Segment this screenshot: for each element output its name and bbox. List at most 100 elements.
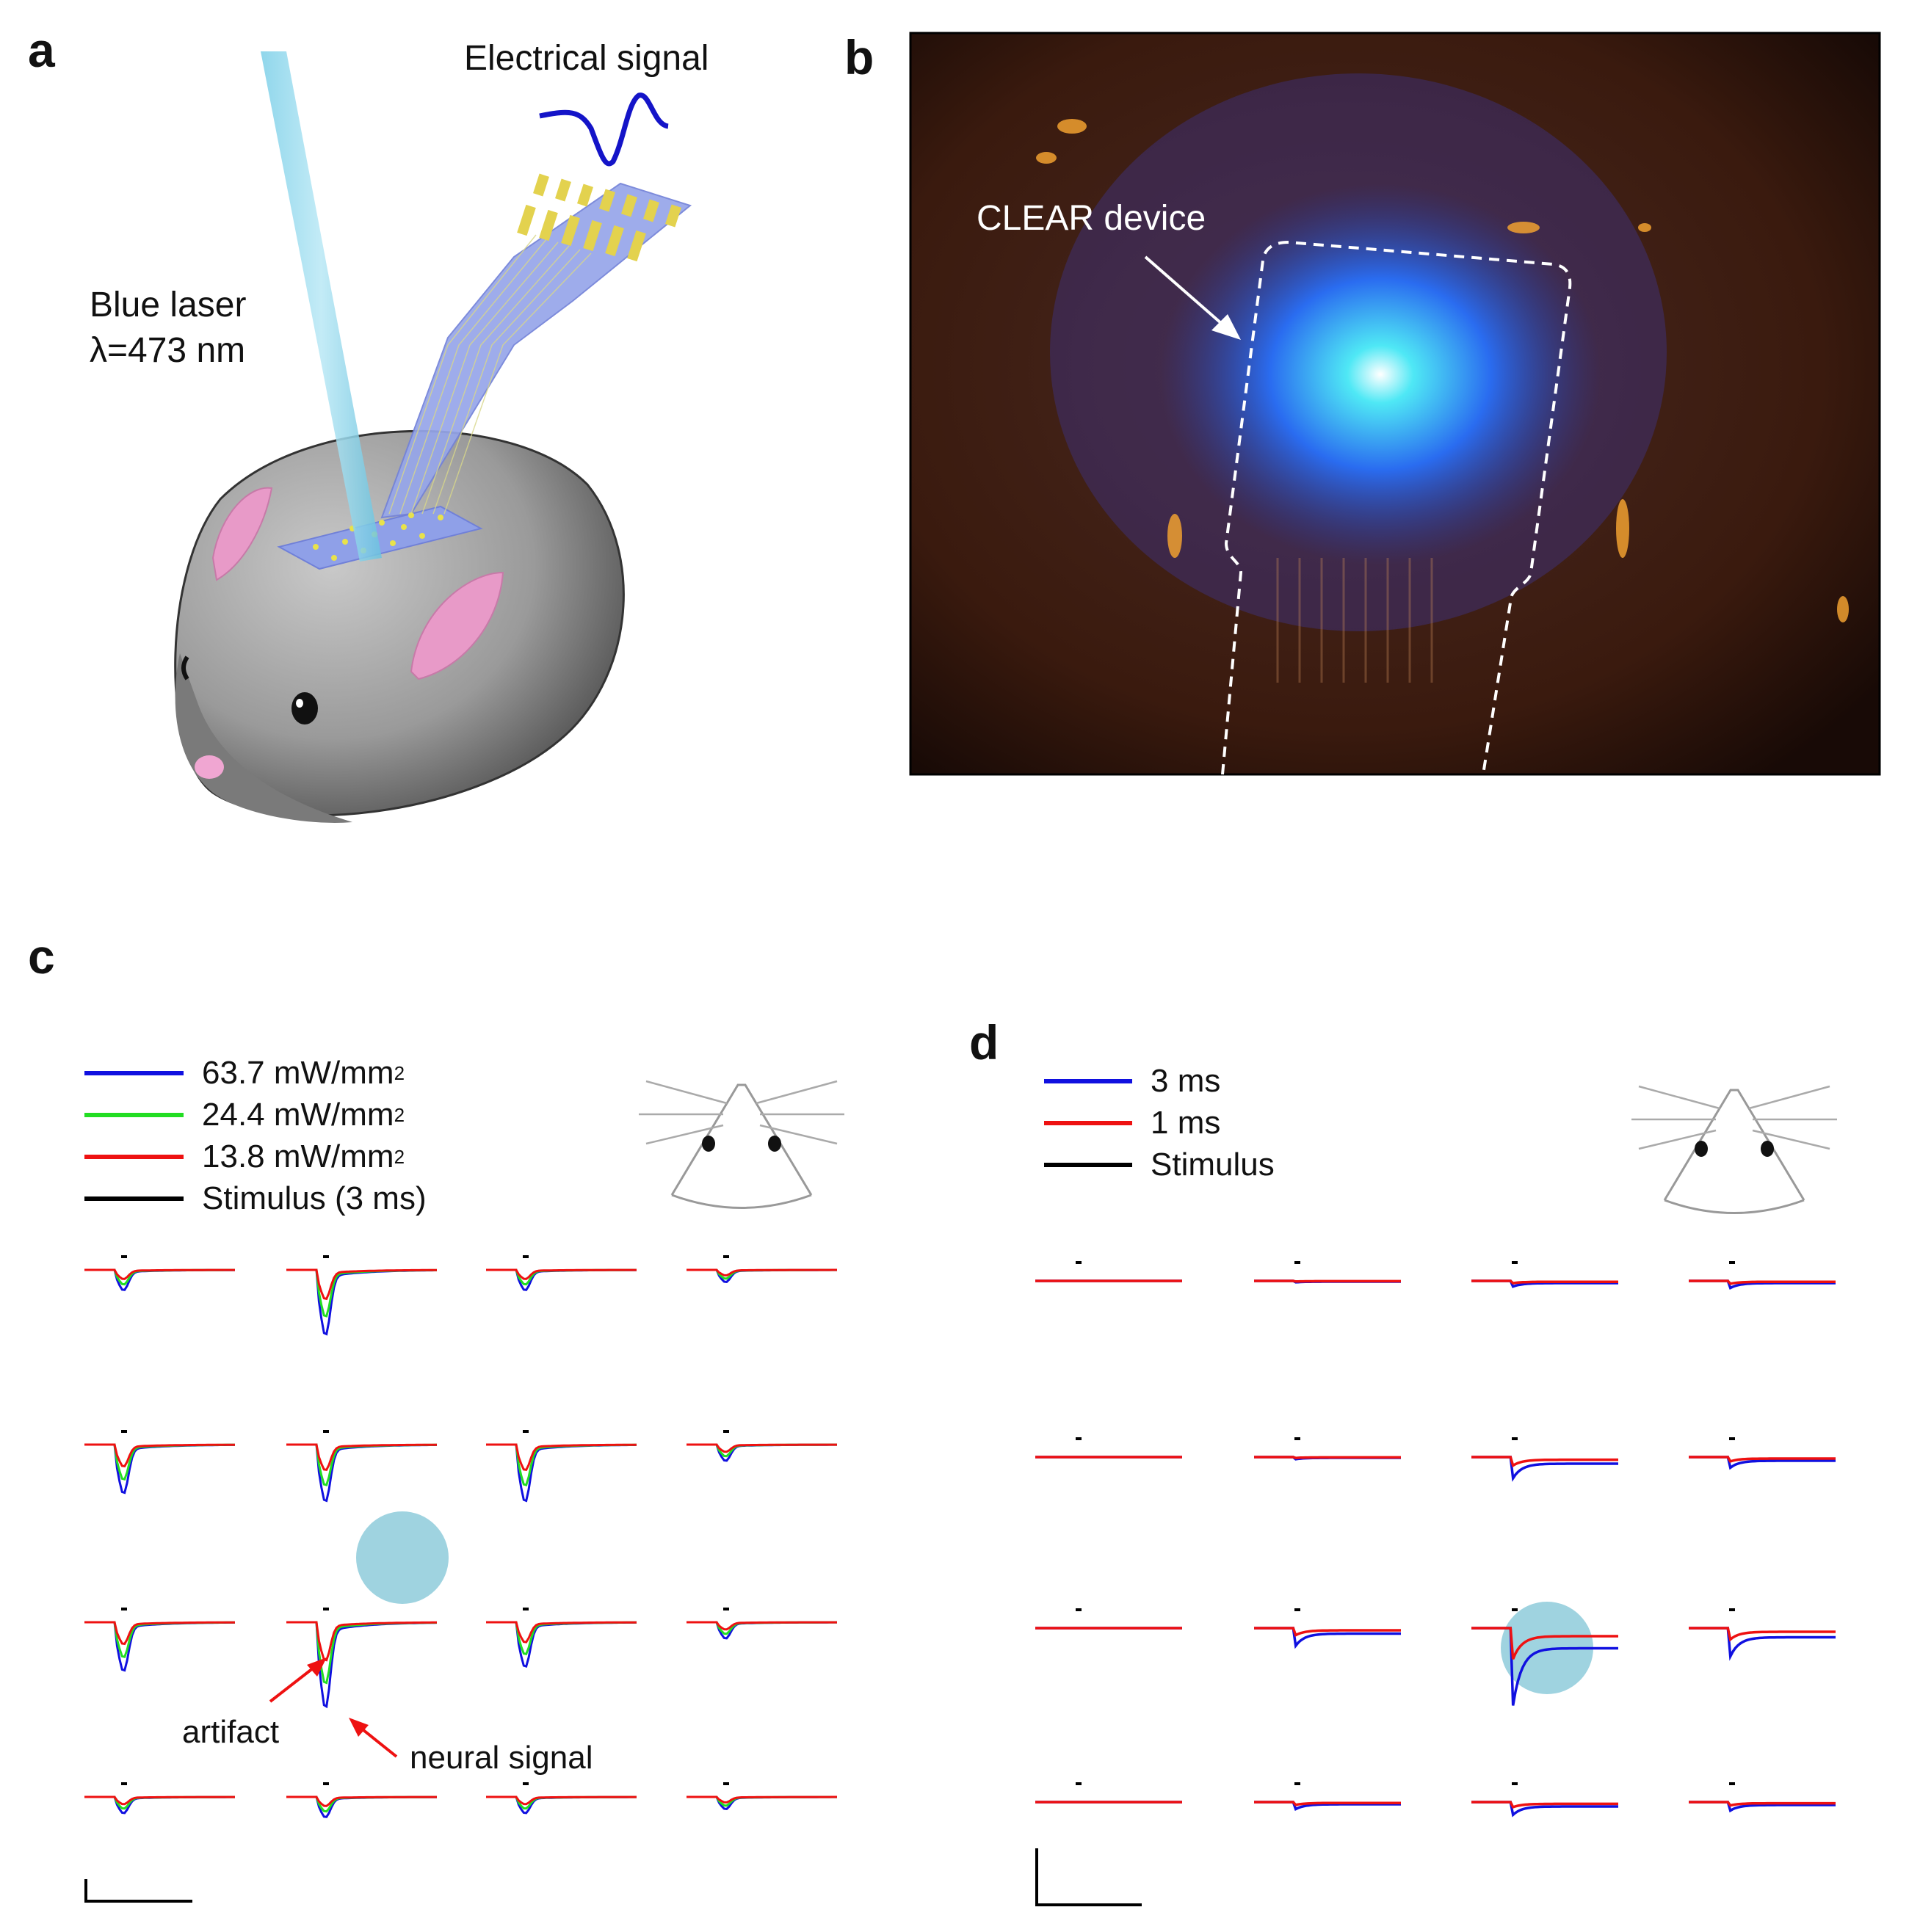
trace-green [286, 1268, 437, 1318]
trace-red [84, 1268, 235, 1280]
trace-red [1254, 1627, 1401, 1638]
trace-red [84, 1443, 235, 1468]
trace-blue [687, 1268, 837, 1283]
trace-green [84, 1443, 235, 1481]
light-spot-marker [356, 1511, 449, 1604]
optical-fiber [261, 51, 382, 562]
legend-label: 3 ms [1151, 1063, 1221, 1099]
mouse-head-eye [1761, 1141, 1774, 1157]
mouse-head-outline [1663, 1089, 1805, 1201]
trace-red [286, 1443, 437, 1472]
mouse-whisker [1752, 1129, 1830, 1150]
mouse-ear-back [211, 487, 273, 581]
clear-device-illustration [277, 173, 692, 570]
panel-b-letter: b [844, 30, 874, 84]
trace-green [486, 1268, 637, 1286]
legend-swatch [1044, 1163, 1132, 1167]
legend-d-item-1: 3 ms [1044, 1063, 1220, 1100]
neural-arrowhead [349, 1718, 369, 1737]
mouse-whisker [759, 1124, 838, 1145]
clear-device-label: CLEAR device [977, 199, 1206, 238]
trace-red [1689, 1627, 1836, 1642]
blue-light-glow [1160, 184, 1601, 565]
trace-green [486, 1443, 637, 1486]
mouse-device-illustration [174, 51, 692, 823]
legend-unit: mW/mm [273, 1055, 394, 1091]
trace-blue [84, 1621, 235, 1672]
panel-d-letter: d [969, 1015, 999, 1070]
trace-blue [286, 1795, 437, 1818]
legend-d-item-2: 1 ms [1044, 1105, 1220, 1141]
trace-blue [486, 1795, 637, 1815]
trace-red [687, 1268, 837, 1276]
trace-blue [286, 1268, 437, 1336]
trace-red [687, 1443, 837, 1453]
scale-bar-c [84, 1879, 192, 1903]
mouse-head-eye [702, 1136, 715, 1152]
mouse-head-eye [768, 1136, 781, 1152]
trace-red [84, 1795, 235, 1806]
trace-red [1471, 1456, 1618, 1468]
scale-bar-d [1035, 1848, 1142, 1906]
mouse-head-eye [1695, 1141, 1708, 1157]
trace-red [286, 1621, 437, 1662]
legend-value: 24.4 [202, 1097, 265, 1133]
panel-a-letter: a [28, 23, 55, 77]
legend-swatch [1044, 1079, 1132, 1083]
laser-label-line1: Blue laser [90, 286, 247, 324]
mouse-whisker [645, 1124, 724, 1145]
trace-green [84, 1268, 235, 1286]
legend-swatch [84, 1071, 184, 1075]
trace-red [1254, 1279, 1401, 1283]
mouse-ear-front [410, 571, 504, 680]
trace-blue [486, 1443, 637, 1503]
legend-swatch [84, 1155, 184, 1159]
electrical-signal-icon [539, 92, 670, 167]
legend-value: 13.8 [202, 1138, 265, 1174]
light-spot-marker [1501, 1602, 1593, 1694]
trace-red [1471, 1279, 1618, 1285]
artifact-label: artifact [182, 1714, 280, 1750]
trace-red [286, 1795, 437, 1807]
mouse-whisker [1638, 1129, 1717, 1150]
legend-swatch [1044, 1121, 1132, 1125]
legend-swatch [84, 1196, 184, 1201]
trace-red [486, 1621, 637, 1644]
mouse-whisker [756, 1080, 838, 1105]
trace-red [1254, 1456, 1401, 1459]
trace-red [1689, 1456, 1836, 1463]
trace-blue [687, 1795, 837, 1810]
legend-label: 1 ms [1151, 1105, 1221, 1141]
mouse-head-outline [671, 1194, 812, 1209]
legend-label: Stimulus [1151, 1147, 1275, 1183]
neural-signal-label: neural signal [410, 1740, 593, 1776]
trace-red [1471, 1801, 1618, 1809]
device-photo [909, 32, 1881, 776]
trace-green [286, 1621, 437, 1685]
legend-value: 63.7 [202, 1055, 265, 1091]
mouse-head-outline [670, 1083, 813, 1196]
trace-red [687, 1621, 837, 1631]
device-arrow [1144, 255, 1235, 335]
legend-unit: mW/mm [273, 1138, 394, 1174]
mouse-eye-far [181, 656, 189, 680]
trace-green [286, 1443, 437, 1486]
mouse-whisker [645, 1080, 728, 1105]
trace-blue [84, 1443, 235, 1495]
trace-red [1689, 1279, 1836, 1285]
legend-unit: mW/mm [273, 1097, 394, 1133]
trace-red [1471, 1627, 1618, 1660]
trace-red [1689, 1801, 1836, 1807]
trace-blue [84, 1795, 235, 1815]
trace-red [486, 1443, 637, 1472]
legend-c-item-4: Stimulus (3 ms) [84, 1180, 427, 1217]
trace-blue [286, 1443, 438, 1503]
trace-red [286, 1268, 437, 1301]
trace-red [1254, 1801, 1401, 1806]
panel-c-letter: c [28, 929, 55, 984]
legend-d-item-3: Stimulus [1044, 1147, 1275, 1183]
